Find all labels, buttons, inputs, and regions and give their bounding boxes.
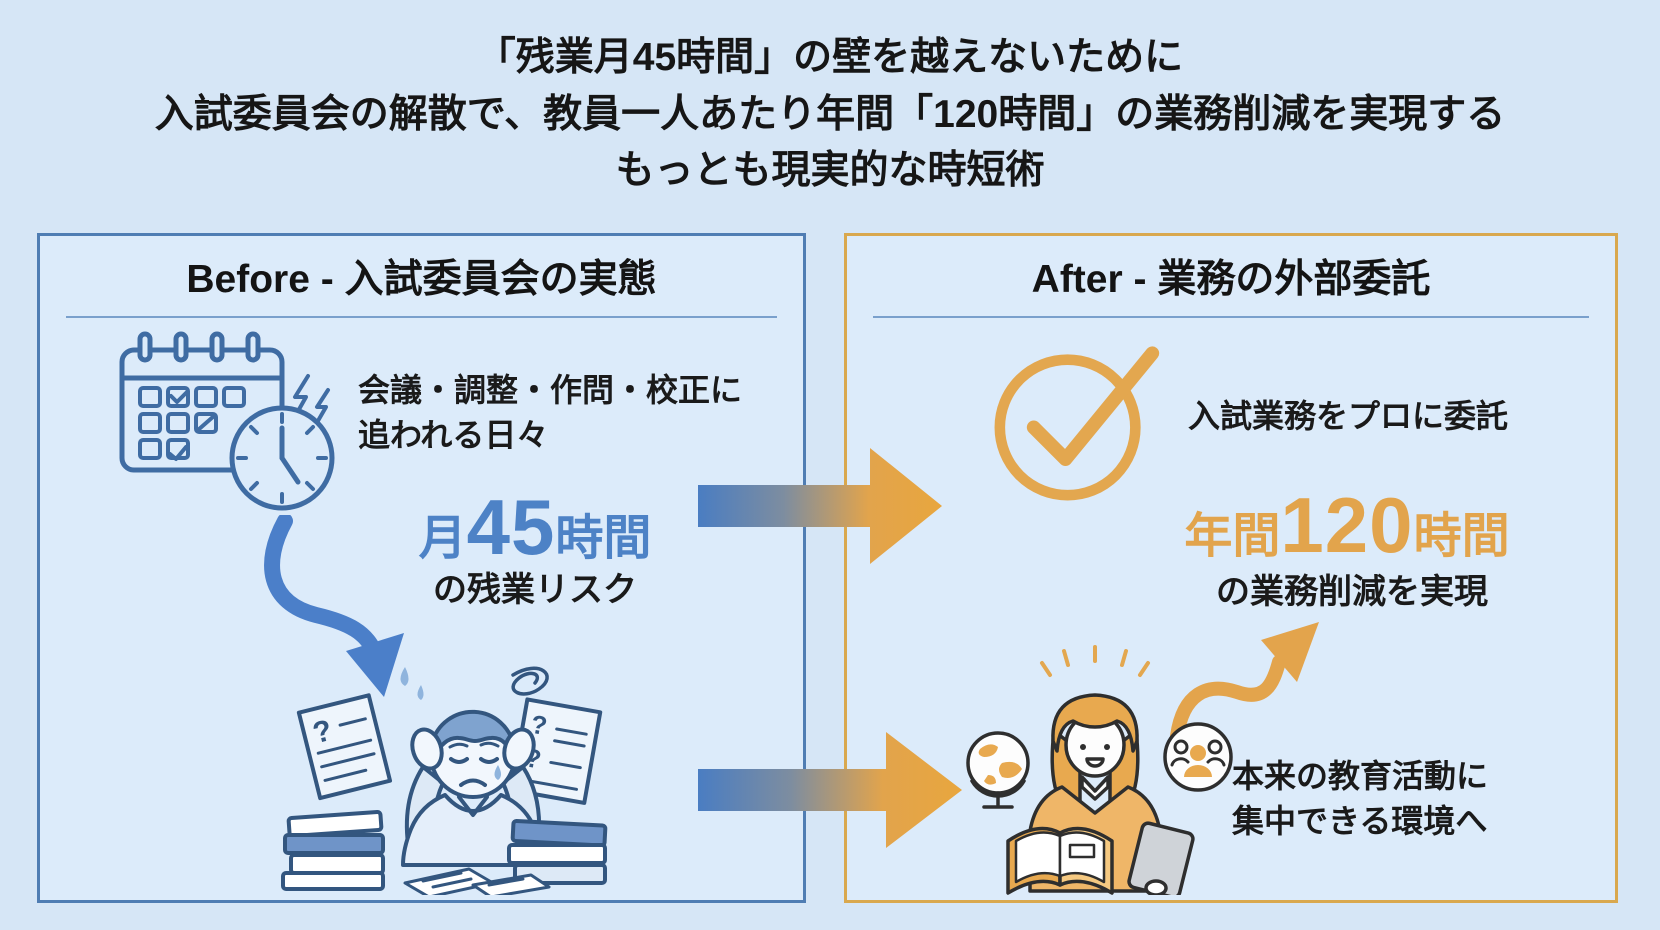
overtime-metric-suffix: 時間 — [555, 512, 652, 565]
benefit-line-2: 集中できる環境へ — [1232, 803, 1488, 840]
students-icon — [1163, 722, 1233, 792]
question-mark-glyph: ? — [529, 709, 550, 741]
overtime-metric-value: 45 — [466, 483, 556, 571]
benefit-text: 本来の教育活動に 集中できる環境へ — [1232, 754, 1488, 845]
title-line-1: 「残業月45時間」の壁を越えないために — [476, 36, 1184, 79]
reduction-metric-value: 120 — [1280, 481, 1414, 569]
delegate-text: 入試業務をプロに委託 — [1188, 398, 1509, 434]
before-header-divider — [66, 316, 777, 318]
calendar-clock-icon — [119, 331, 335, 511]
overtime-metric: 月45時間 — [340, 488, 730, 566]
lightning-icon — [291, 374, 330, 428]
curved-arrow-down-icon — [264, 515, 404, 697]
stressed-teacher-icon: ? ? ? — [281, 666, 608, 895]
busy-days-line-1: 会議・調整・作問・校正に — [358, 372, 743, 408]
page-title: 「残業月45時間」の壁を越えないために 入試委員会の解散で、教員一人あたり年間「… — [0, 30, 1660, 200]
reduction-metric: 年間120時間 — [1147, 486, 1547, 564]
transition-arrow-top-icon — [698, 448, 942, 564]
check-circle-icon — [994, 346, 1160, 501]
books-icon — [507, 818, 608, 885]
rays-icon — [1040, 645, 1150, 677]
reduction-metric-caption: の業務削減を実現 — [1216, 573, 1488, 611]
teacher-icon — [966, 645, 1233, 895]
reduction-metric-suffix: 時間 — [1413, 510, 1510, 563]
overtime-metric-caption: の残業リスク — [433, 571, 637, 609]
transition-arrow-bottom-icon — [698, 732, 962, 848]
question-paper-icon: ? — [296, 693, 393, 801]
busy-days-line-2: 追われる日々 — [358, 417, 549, 454]
books-icon — [281, 810, 385, 891]
before-panel: Before - 入試委員会の実態 — [37, 233, 806, 903]
open-book-icon — [1006, 826, 1114, 895]
desk-papers-icon — [403, 867, 551, 895]
busy-days-text: 会議・調整・作問・校正に 追われる日々 — [358, 368, 742, 459]
benefit-line-1: 本来の教育活動に — [1232, 758, 1489, 794]
overtime-metric-prefix: 月 — [418, 512, 467, 565]
reduction-metric-prefix: 年間 — [1184, 510, 1281, 563]
globe-icon — [966, 731, 1030, 809]
after-header: After - 業務の外部委託 — [1031, 258, 1431, 301]
title-line-2: 入試委員会の解散で、教員一人あたり年間「120時間」の業務削減を実現する — [154, 92, 1506, 136]
before-header: Before - 入試委員会の実態 — [186, 258, 657, 301]
after-panel: After - 業務の外部委託 入試業務をプロに委託 年間120時間 の業務削減… — [844, 233, 1618, 903]
title-line-3: もっとも現実的な時短術 — [615, 149, 1045, 193]
curved-arrow-up-icon — [1170, 622, 1319, 743]
after-header-divider — [873, 316, 1589, 318]
